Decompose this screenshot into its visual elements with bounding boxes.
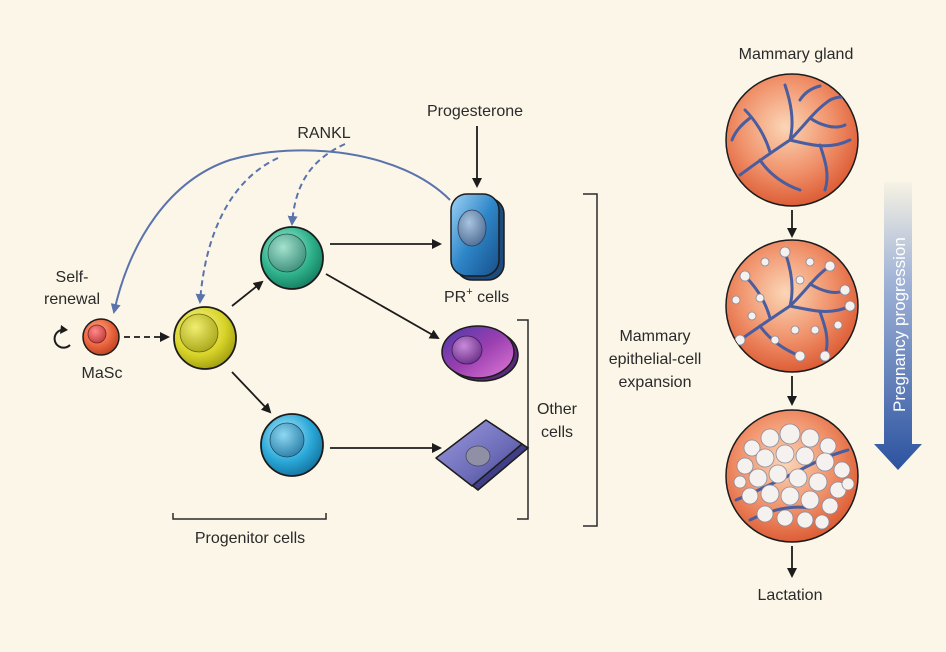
- progenitor-bracket: [172, 513, 327, 520]
- rankl-dashed-arrow-to-yellow: [195, 157, 279, 304]
- masc-cell: [82, 318, 120, 356]
- rankl-label: RANKL: [297, 125, 350, 142]
- lactation-label: Lactation: [758, 587, 823, 604]
- pr-cells-label: PR+ cells: [444, 286, 509, 306]
- self-renewal-label-line2: renewal: [44, 291, 100, 308]
- progenitor-cyan-cell: [260, 413, 324, 477]
- yellow-to-cyan-arrow: [231, 371, 272, 414]
- masc-label: MaSc: [82, 365, 123, 382]
- progenitor-yellow-cell: [173, 306, 237, 370]
- mammary-gland-stage-2: [725, 239, 859, 373]
- other-cells-label-line1: Other: [537, 401, 578, 418]
- pr-cells-suffix: cells: [473, 289, 509, 306]
- self-renewal-label-line1: Self-: [56, 269, 89, 286]
- mammary-gland-stage-1: [725, 73, 859, 207]
- expansion-label-line1: Mammary: [619, 328, 690, 345]
- pr-cells-prefix: PR: [444, 289, 466, 306]
- yellow-to-green-arrow: [231, 280, 264, 307]
- expansion-label-line3: expansion: [619, 374, 692, 391]
- pregnancy-progression-arrow: Pregnancy progression: [874, 182, 922, 470]
- expansion-bracket: [583, 193, 598, 527]
- progenitor-green-cell: [260, 226, 324, 290]
- expansion-label-line2: epithelial-cell: [609, 351, 702, 368]
- mammary-gland-stage-3: [725, 409, 859, 543]
- rankl-dashed-arrow-to-green: [287, 143, 346, 226]
- progenitor-cells-label: Progenitor cells: [195, 530, 305, 547]
- pr-cells-sup: +: [466, 286, 472, 298]
- other-cells-bracket: [517, 319, 529, 520]
- pr-positive-cell: [450, 193, 505, 281]
- mammary-gland-label: Mammary gland: [739, 46, 854, 63]
- self-renewal-icon: [53, 325, 71, 349]
- other-cell-purple: [441, 325, 519, 382]
- other-cell-violet: [435, 419, 530, 491]
- pregnancy-progression-label: Pregnancy progression: [890, 237, 909, 412]
- rankl-arrow-to-masc: [110, 149, 451, 314]
- other-cells-label-line2: cells: [541, 424, 573, 441]
- progesterone-label: Progesterone: [427, 103, 523, 120]
- green-to-purple-arrow: [325, 273, 440, 339]
